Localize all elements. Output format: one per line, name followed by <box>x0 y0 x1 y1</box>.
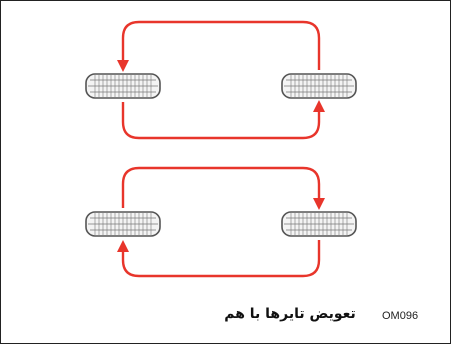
figure-code: OM096 <box>382 310 419 322</box>
arrow-top-lower <box>121 102 321 140</box>
arrow-bottom-upper <box>121 166 321 208</box>
figure-caption: تعویض تایرها با هم <box>224 306 356 322</box>
arrow-top-upper <box>121 20 321 70</box>
tire-bottom-right <box>281 211 357 237</box>
tire-bottom-left <box>85 211 161 237</box>
arrowhead-top-lower <box>313 100 325 112</box>
tire-top-left <box>85 73 161 99</box>
arrow-bottom-lower <box>121 240 321 278</box>
arrowhead-bottom-upper <box>313 198 325 210</box>
arrowhead-bottom-lower <box>117 240 129 252</box>
tire-top-right <box>281 73 357 99</box>
arrowhead-top-upper <box>117 60 129 72</box>
